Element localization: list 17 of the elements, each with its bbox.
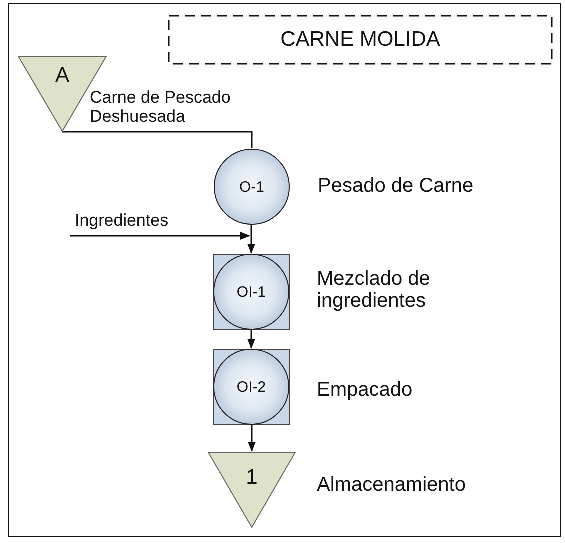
arrow (70, 232, 250, 240)
node-label: CARNE MOLIDA (280, 28, 440, 52)
step-label: Almacenamiento (317, 474, 467, 496)
title-box (168, 15, 553, 65)
node-label: 1 (246, 465, 258, 490)
node-label: O-1 (239, 178, 264, 196)
step-label: Empacado (317, 379, 414, 401)
connector-line (62, 131, 253, 148)
arrow (248, 330, 256, 349)
node-label: OI-1 (236, 284, 266, 300)
step-label: Pesado de Carne (318, 175, 475, 197)
arrow (248, 224, 256, 254)
arrow (248, 424, 256, 452)
node-label: OI-2 (236, 378, 266, 396)
node-label: A (55, 63, 70, 88)
edge-label: Ingredientes (75, 212, 169, 229)
step-label: Mezclado de ingredientes (317, 268, 432, 312)
